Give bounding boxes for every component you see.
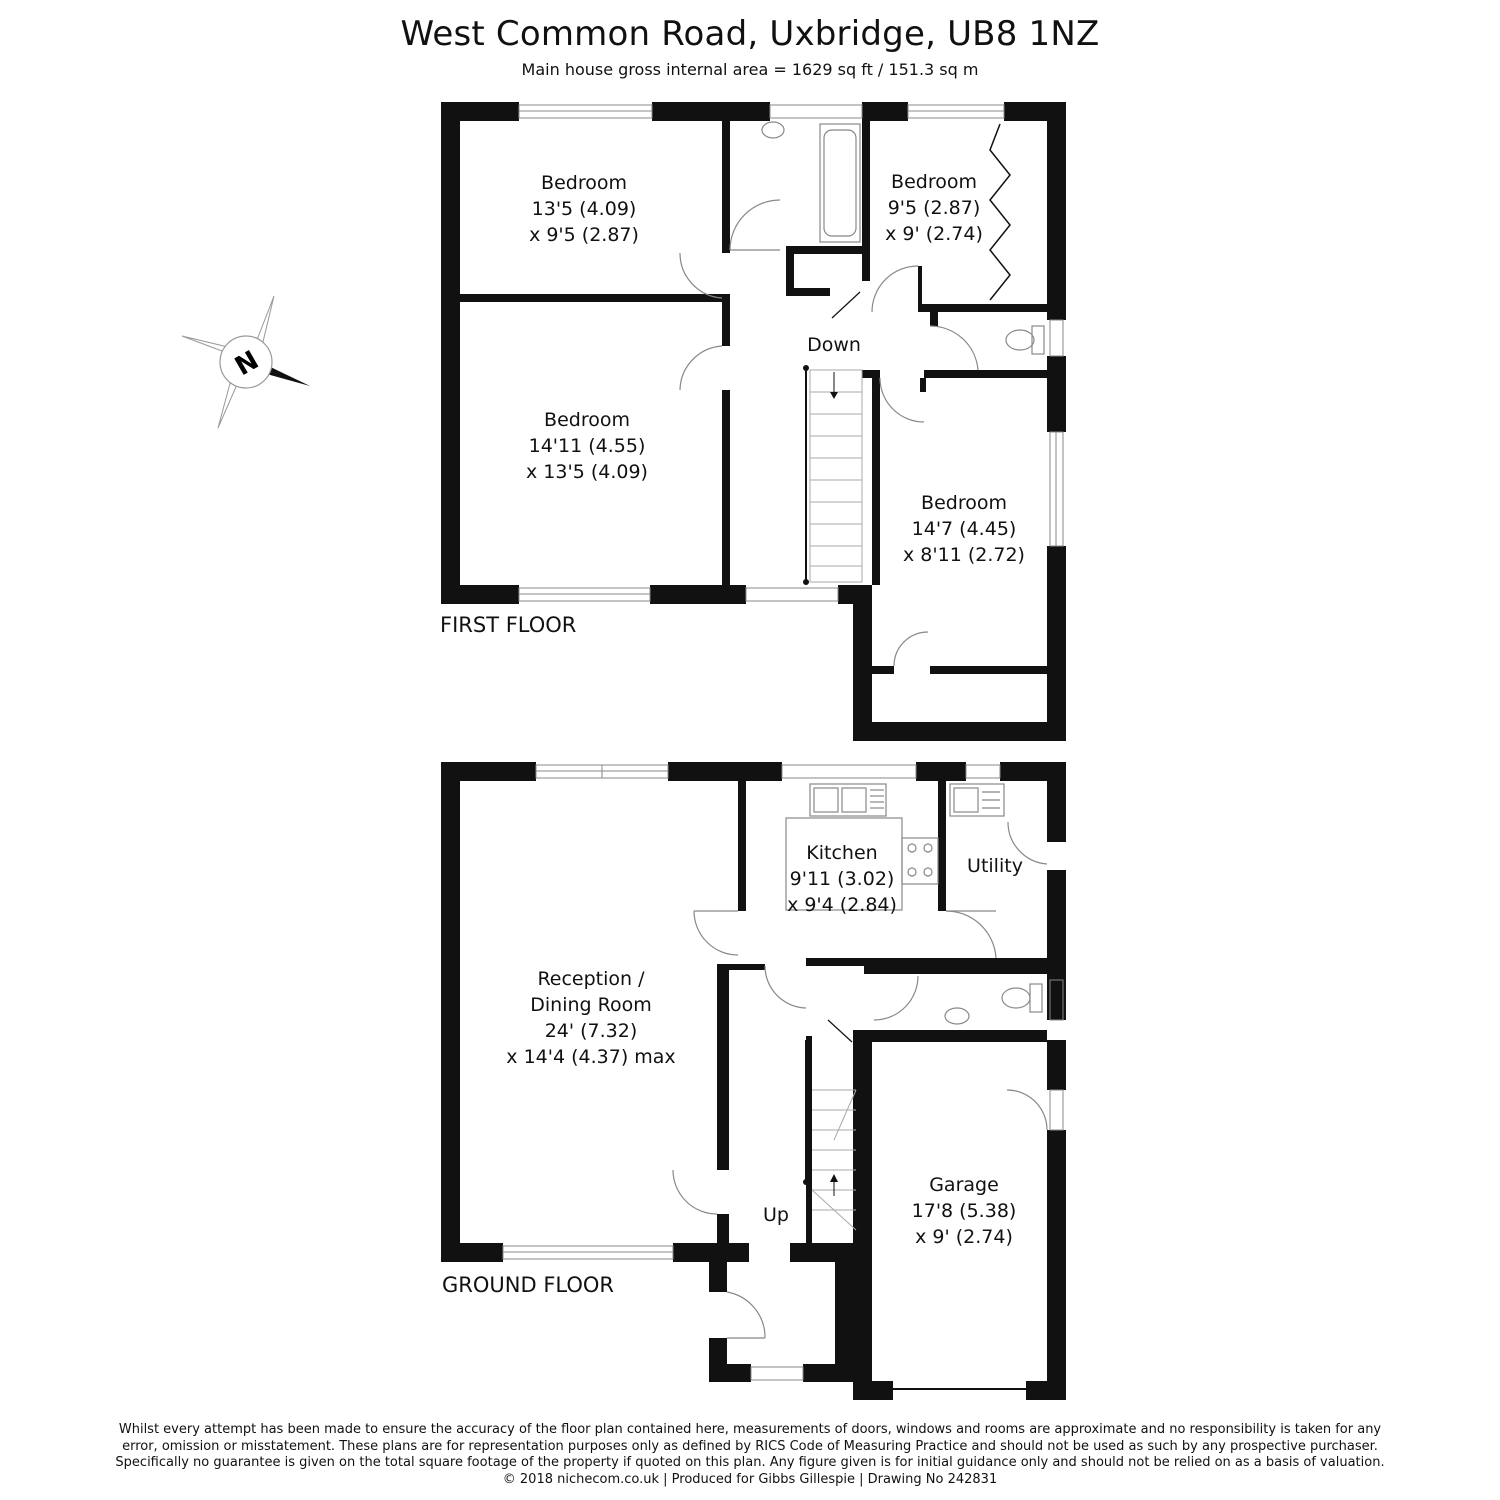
ground-floor-room-labels: Reception / Dining Room 24' (7.32) x 14'…	[442, 842, 1023, 1297]
gross-area-subtitle: Main house gross internal area = 1629 sq…	[521, 60, 979, 79]
compass-rose-icon: N	[181, 295, 310, 429]
disclaimer-line-1: Whilst every attempt has been made to en…	[118, 1422, 1382, 1437]
kitchen-name: Kitchen	[806, 842, 877, 864]
page-title: West Common Road, Uxbridge, UB8 1NZ	[400, 14, 1100, 54]
first-floor-windows	[518, 104, 1064, 602]
ground-floor-windows	[502, 764, 1064, 1390]
kitchen-dim2: x 9'4 (2.84)	[787, 894, 897, 916]
bedroom-1-dim2: x 9'5 (2.87)	[529, 224, 639, 246]
bedroom-2-dim1: 9'5 (2.87)	[888, 197, 981, 219]
first-floor-stairs: Down	[803, 334, 863, 585]
disclaimer-line-3: Specifically no guarantee is given on th…	[115, 1455, 1385, 1470]
first-floor-fixtures	[679, 121, 1045, 667]
utility-name: Utility	[967, 855, 1023, 877]
header: West Common Road, Uxbridge, UB8 1NZ Main…	[0, 14, 1500, 79]
ground-floor-stairs: Up	[763, 1040, 857, 1231]
reception-name: Reception /	[537, 968, 645, 990]
bedroom-1-dim1: 13'5 (4.09)	[532, 198, 637, 220]
bedroom-3-dim1: 14'11 (4.55)	[529, 435, 646, 457]
stairs-up-label: Up	[763, 1204, 789, 1226]
disclaimer: Whilst every attempt has been made to en…	[60, 1422, 1440, 1488]
reception-dim1: 24' (7.32)	[545, 1020, 638, 1042]
stairs-down-label: Down	[807, 334, 861, 356]
bedroom-3-name: Bedroom	[544, 409, 630, 431]
first-floor-label: FIRST FLOOR	[440, 613, 576, 637]
first-floor-room-labels: Bedroom 13'5 (4.09) x 9'5 (2.87) Bedroom…	[440, 171, 1025, 637]
bedroom-4-name: Bedroom	[921, 492, 1007, 514]
bedroom-3-dim2: x 13'5 (4.09)	[526, 461, 648, 483]
kitchen-dim1: 9'11 (3.02)	[790, 868, 895, 890]
garage-dim1: 17'8 (5.38)	[912, 1200, 1017, 1222]
garage-name: Garage	[929, 1174, 999, 1196]
garage-dim2: x 9' (2.74)	[915, 1226, 1013, 1248]
bedroom-1-name: Bedroom	[541, 172, 627, 194]
ground-floor-fixtures	[672, 783, 1048, 1339]
reception-dim2: x 14'4 (4.37) max	[506, 1046, 675, 1068]
bedroom-4-dim1: 14'7 (4.45)	[912, 518, 1017, 540]
bedroom-2-dim2: x 9' (2.74)	[885, 223, 983, 245]
copyright-line: © 2018 nichecom.co.uk | Produced for Gib…	[502, 1471, 998, 1487]
ground-floor-label: GROUND FLOOR	[442, 1273, 614, 1297]
bedroom-4-dim2: x 8'11 (2.72)	[903, 544, 1025, 566]
reception-name-2: Dining Room	[530, 994, 651, 1016]
disclaimer-line-2: error, omission or misstatement. These p…	[122, 1438, 1378, 1454]
first-floor-walls	[441, 102, 1066, 741]
ground-floor-walls	[441, 762, 1066, 1400]
bedroom-2-name: Bedroom	[891, 171, 977, 193]
